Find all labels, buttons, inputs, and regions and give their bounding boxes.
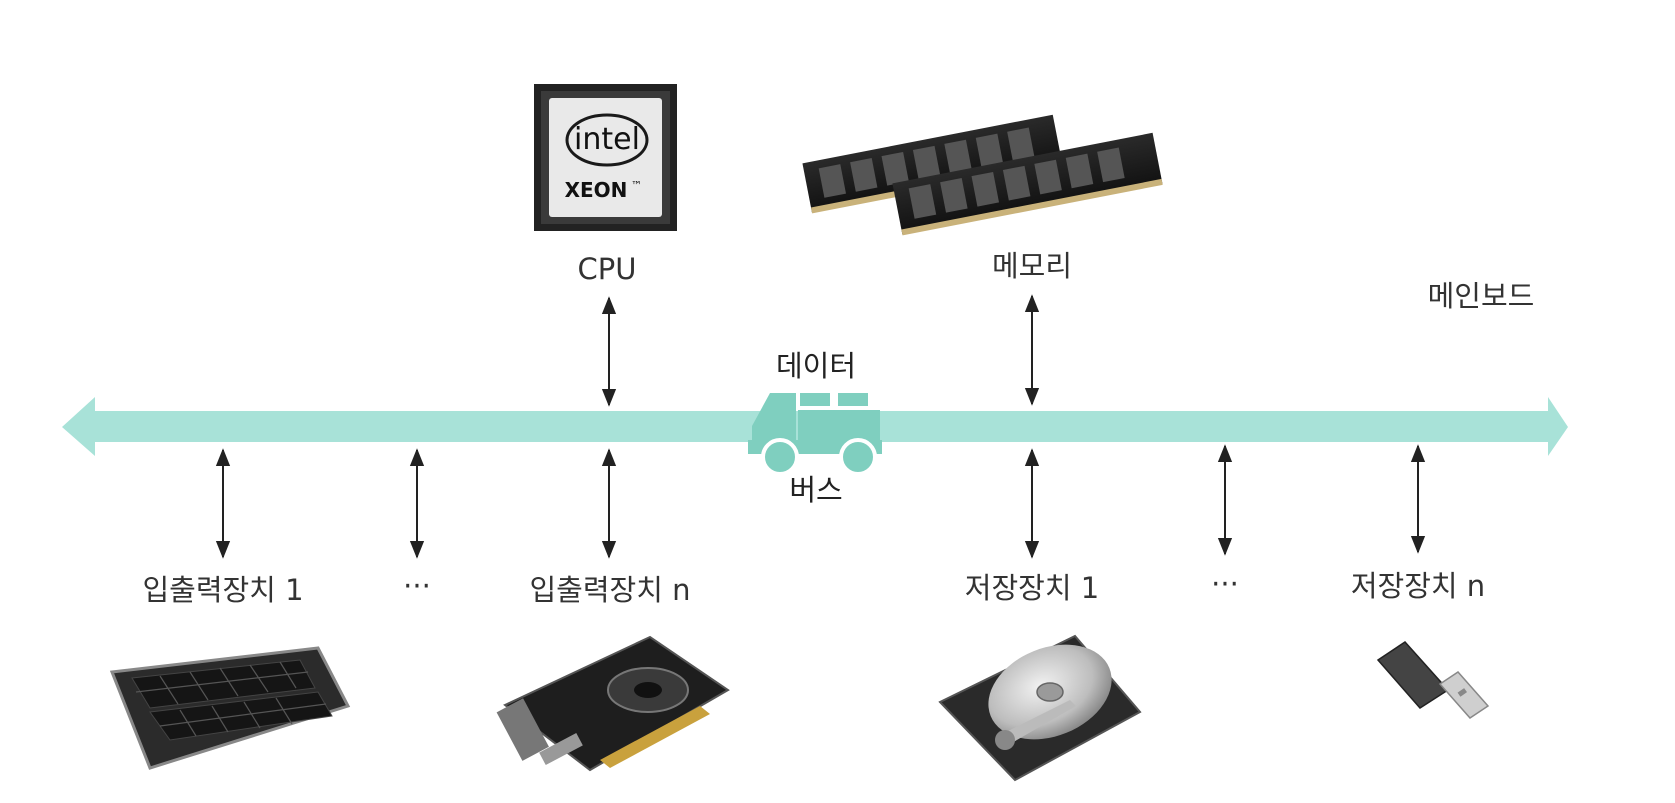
io-ellipsis: ··· [403,569,431,603]
storage-ellipsis: ··· [1211,567,1239,601]
memory-label: 메모리 [992,249,1072,283]
keyboard-icon [112,648,348,768]
usb-drive-icon [1378,642,1488,718]
cpu-chip-icon: intel XEON ™ [534,84,677,231]
storage-device-n-label: 저장장치 n [1351,569,1485,603]
graphics-card-icon [497,637,728,770]
io-device-n-label: 입출력장치 n [530,573,691,607]
truck-icon [748,393,882,474]
cpu-model-text: XEON [565,178,628,202]
cpu-trademark-text: ™ [631,179,642,192]
io-device-1-label: 입출력장치 1 [142,573,303,607]
cpu-label: CPU [578,252,637,286]
mainboard-label: 메인보드 [1428,279,1535,313]
storage-device-1-label: 저장장치 1 [965,571,1099,605]
data-label: 데이터 [776,349,856,383]
cpu-brand-text: intel [574,122,640,157]
bus-label: 버스 [789,473,842,507]
hard-disk-icon [940,627,1140,780]
memory-module-icon [802,115,1162,236]
